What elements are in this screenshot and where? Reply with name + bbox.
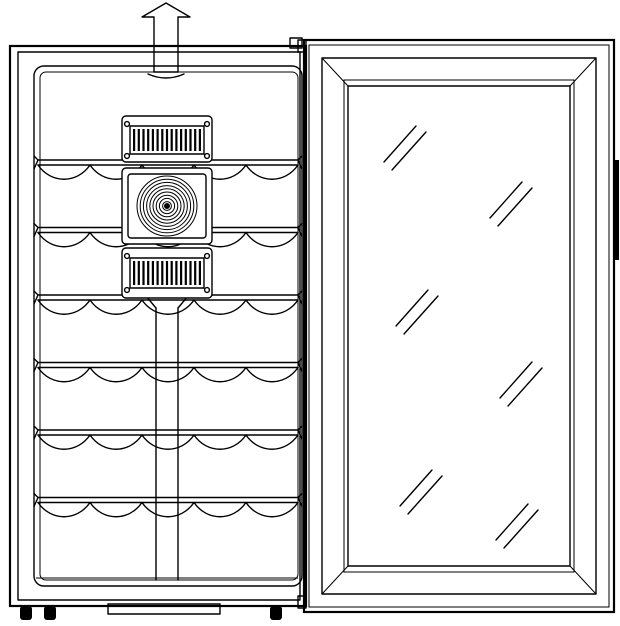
glass-reflection-icon xyxy=(383,125,427,171)
glass-reflection-icon xyxy=(399,469,443,515)
cabinet xyxy=(8,37,308,608)
center-support xyxy=(145,295,189,581)
wine-racks xyxy=(33,155,303,518)
foot-icon xyxy=(270,606,282,620)
cabinet-base xyxy=(20,603,282,620)
fan-icon xyxy=(127,173,207,239)
wine-rack-icon xyxy=(33,290,303,315)
glass-reflection-icon xyxy=(489,181,533,227)
wine-rack-icon xyxy=(33,492,303,518)
wine-rack-icon xyxy=(33,425,303,450)
wine-rack-icon xyxy=(33,357,303,383)
glass-door[interactable] xyxy=(297,38,619,614)
door-handle[interactable] xyxy=(614,160,619,260)
glass-reflection-icon xyxy=(495,503,539,549)
glass-reflection-icon xyxy=(395,289,439,335)
foot-icon xyxy=(20,606,32,620)
airflow-arrow-icon xyxy=(141,2,191,73)
glass-reflections xyxy=(383,125,543,549)
glass-reflection-icon xyxy=(499,361,543,407)
heatsink-icon xyxy=(123,252,211,294)
foot-icon xyxy=(44,606,56,620)
heatsink-icon xyxy=(123,120,211,160)
cooling-unit xyxy=(121,115,213,299)
